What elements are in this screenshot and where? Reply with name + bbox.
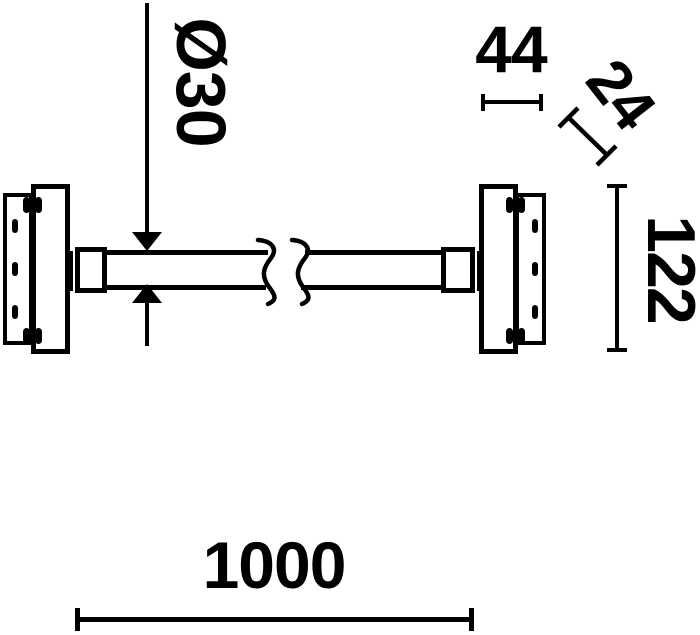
mount-slot — [506, 328, 513, 344]
mount-slot — [23, 328, 30, 344]
mount-slot — [532, 305, 538, 319]
dim-diameter-leader-bottom — [145, 303, 149, 346]
dim-1000-line — [77, 617, 473, 622]
dim-overall-length-label: 1000 — [202, 528, 347, 602]
dim-1000-tick-left — [75, 608, 80, 631]
mount-slot — [532, 262, 538, 276]
dim-44-line — [483, 100, 542, 104]
dim-diameter-leader-top — [145, 3, 149, 233]
mount-slot — [35, 197, 42, 213]
break-line-right — [289, 237, 311, 307]
tube-top-edge-left — [104, 250, 268, 255]
mount-slot — [518, 197, 525, 213]
mount-slot — [23, 197, 30, 213]
dim-diameter-arrow-down-icon — [132, 232, 162, 251]
left-connector-neck — [70, 251, 73, 291]
mount-slot — [35, 328, 42, 344]
left-boss — [75, 247, 107, 293]
right-front-plate — [479, 184, 518, 354]
tube-bottom-edge-right — [301, 285, 444, 290]
mount-slot — [12, 305, 18, 319]
dim-44-tick-right — [539, 94, 543, 111]
mount-slot — [12, 262, 18, 276]
dim-44-tick-left — [481, 94, 485, 111]
mount-slot — [12, 219, 18, 233]
dim-24-tick-end — [595, 144, 618, 167]
mount-slot — [506, 197, 513, 213]
dim-122-line — [615, 186, 619, 351]
right-connector-neck — [477, 251, 480, 291]
mount-slot — [532, 219, 538, 233]
dim-bracket-height-label: 122 — [633, 215, 700, 323]
break-line-left — [255, 237, 277, 307]
dim-24-tick-start — [557, 106, 580, 129]
dim-122-tick-bottom — [607, 348, 627, 352]
mount-slot — [518, 328, 525, 344]
dim-122-tick-top — [607, 184, 627, 188]
dim-1000-tick-right — [469, 608, 474, 631]
dim-24-line — [566, 115, 609, 157]
tube-bottom-edge-left — [104, 285, 266, 290]
dim-diameter-arrow-up-icon — [132, 284, 162, 303]
tube-top-edge-right — [305, 250, 444, 255]
dim-bracket-depth-label: 44 — [475, 12, 547, 86]
dim-diameter-label: Ø30 — [162, 17, 240, 147]
right-boss — [441, 247, 475, 293]
